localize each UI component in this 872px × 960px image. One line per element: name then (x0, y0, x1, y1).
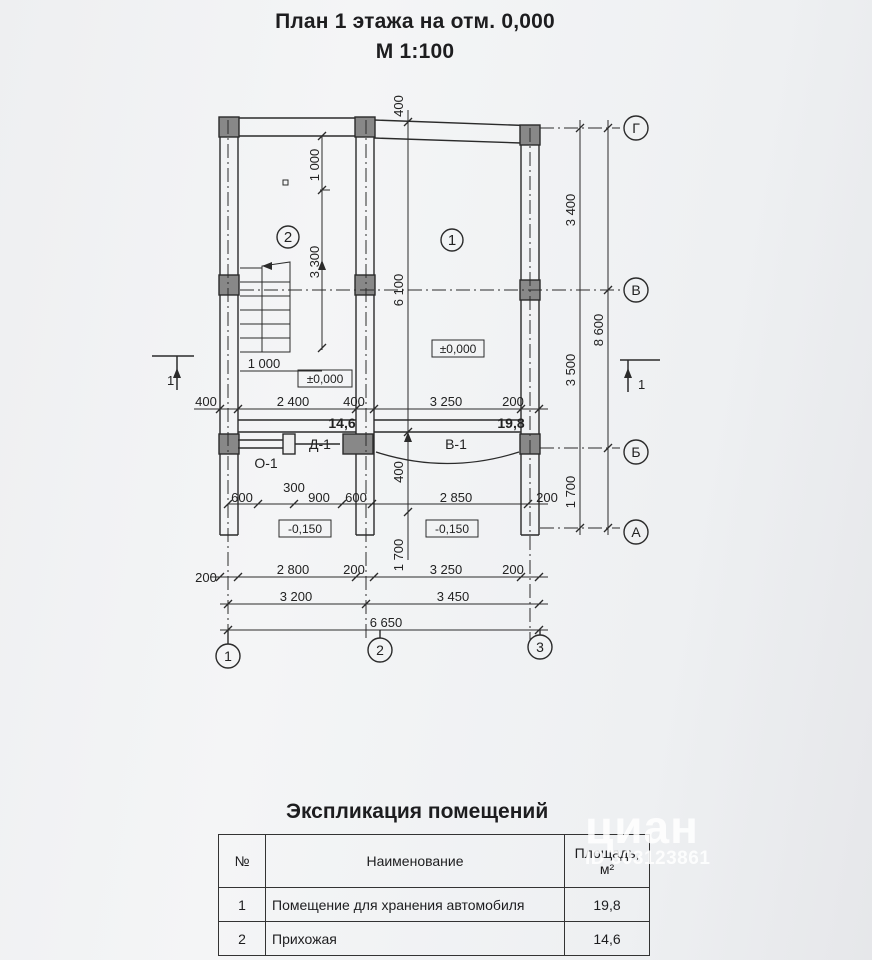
dim-row-a-400: 400 (195, 394, 217, 409)
table-row: 1 Помещение для хранения автомобиля 19,8 (218, 887, 650, 922)
axis-bubbles (215, 115, 649, 669)
dim-bot1-200c: 200 (502, 562, 524, 577)
row-2-area: 14,6 (564, 921, 650, 956)
gate-label: В-1 (445, 436, 467, 452)
table-header-row: № Наименование Площадь, м² (218, 834, 650, 888)
dim-row-b-600a: 600 (231, 490, 253, 505)
dim-stair-1000-h: 1 000 (248, 356, 281, 371)
dim-bot2-3450: 3 450 (437, 589, 470, 604)
header-name: Наименование (265, 834, 565, 888)
dim-row-a-2400: 2 400 (277, 394, 310, 409)
plan-title: План 1 этажа на отм. 0,000 (275, 10, 555, 33)
row-1-area: 19,8 (564, 887, 650, 922)
axis-row-g-label: Г (632, 120, 640, 136)
columns (218, 116, 541, 455)
dim-bot1-200b: 200 (343, 562, 365, 577)
dim-right-8600: 8 600 (591, 314, 606, 347)
dim-bot3-6650: 6 650 (370, 615, 403, 630)
row-2-name: Прихожая (265, 921, 565, 956)
row-1-no: 1 (218, 887, 266, 922)
watermark-id: ID 303123861 (585, 848, 711, 869)
dim-bot1-2800: 2 800 (277, 562, 310, 577)
vestibule-left-level: -0,150 (288, 522, 322, 536)
axis-col-2-label: 2 (376, 642, 384, 658)
dimension-lines (194, 110, 609, 631)
room-1-level: ±0,000 (440, 342, 477, 356)
axis-row-b-label: Б (631, 444, 640, 460)
explication-table: № Наименование Площадь, м² 1 Помещение д… (218, 834, 650, 956)
dim-bot1-200a: 200 (195, 570, 217, 585)
dim-bot2-3200: 3 200 (280, 589, 313, 604)
dimension-ticks (215, 117, 613, 635)
dim-right-3500: 3 500 (563, 354, 578, 387)
axis-row-g (623, 115, 649, 141)
section-mark-right: 1 (638, 377, 645, 392)
dim-right-3400: 3 400 (563, 194, 578, 227)
dim-garage-6100: 6 100 (391, 274, 406, 307)
axis-lines (227, 120, 620, 640)
room-2-level: ±0,000 (307, 372, 344, 386)
dim-stair-3300: 3 300 (307, 246, 322, 279)
header-no: № (218, 834, 266, 888)
room-2-number: 2 (284, 229, 292, 246)
room-2-bubble (276, 225, 300, 249)
axis-row-v (623, 277, 649, 303)
dim-row-b-2850: 2 850 (440, 490, 473, 505)
vestibule-right-level: -0,150 (435, 522, 469, 536)
explication-title: Экспликация помещений (286, 800, 549, 823)
dim-row-a-200: 200 (502, 394, 524, 409)
dim-row-a-400b: 400 (343, 394, 365, 409)
plan-scale: М 1:100 (375, 40, 455, 63)
dim-row-b-300: 300 (283, 480, 305, 495)
dim-row-a-3250: 3 250 (430, 394, 463, 409)
dim-top-400: 400 (391, 95, 406, 117)
dim-lower-1700: 1 700 (391, 539, 406, 572)
window-label: О-1 (254, 455, 278, 471)
axis-col-1-label: 1 (224, 648, 232, 664)
door-label: Д-1 (309, 436, 331, 452)
arrows (173, 260, 632, 442)
section-mark-left: 1 (167, 373, 174, 388)
axis-row-v-label: В (631, 282, 640, 298)
room-1-area: 19,8 (497, 415, 524, 431)
table-row: 2 Прихожая 14,6 (218, 921, 650, 956)
stairs (240, 261, 291, 353)
axis-row-a-label: А (631, 524, 641, 540)
header-area: Площадь, м² (564, 834, 650, 888)
room-1-bubble (440, 228, 464, 252)
axis-row-b (623, 439, 649, 465)
dim-row-b-600b: 600 (345, 490, 367, 505)
axis-col-3-label: 3 (536, 639, 544, 655)
cian-watermark: циан ID 303123861 (585, 800, 710, 870)
watermark-brand: циан (585, 801, 699, 853)
dim-stair-1000-v: 1 000 (307, 149, 322, 182)
dim-row-b-200: 200 (536, 490, 558, 505)
dim-right-1700: 1 700 (563, 476, 578, 509)
room-1-number: 1 (448, 232, 456, 249)
dim-row-b-900: 900 (308, 490, 330, 505)
row-1-name: Помещение для хранения автомобиля (265, 887, 565, 922)
row-2-no: 2 (218, 921, 266, 956)
dim-bot1-3250: 3 250 (430, 562, 463, 577)
axis-row-a (623, 519, 649, 545)
dim-mid-400: 400 (391, 461, 406, 483)
room-2-area: 14,6 (328, 415, 355, 431)
floor-plan: 2 1 ±0,000 ±0,000 -0,150 -0,150 14,6 19,… (152, 95, 660, 669)
walls (219, 117, 540, 536)
